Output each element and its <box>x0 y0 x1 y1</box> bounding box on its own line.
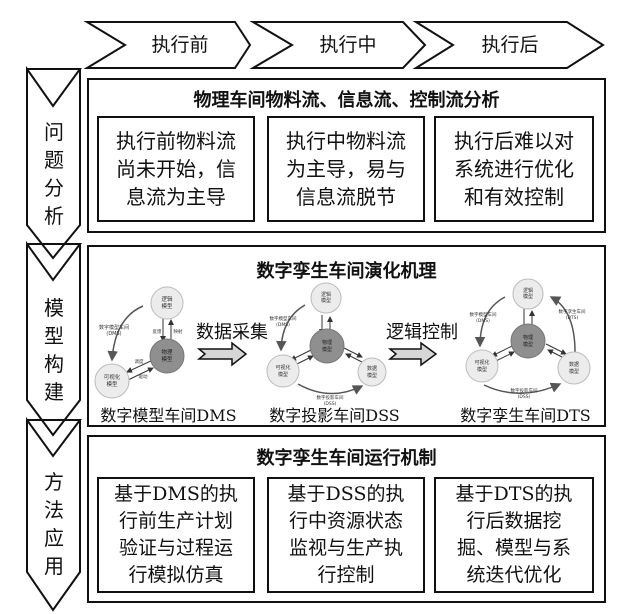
stage-chevron-application <box>26 416 82 612</box>
application-section: 数字孪生车间运行机制 基于DMS的执 行前生产计划 验证与过程运 行模拟仿真 基… <box>87 435 606 603</box>
model-section: 数字孪生车间演化机理 <box>87 245 606 427</box>
application-item-dts: 基于DTS的执 行后数据挖 掘、模型与系 统迭代优化 <box>434 477 594 593</box>
phase-chevron-after <box>412 21 605 69</box>
phase-label-during: 执行中 <box>319 34 377 56</box>
stage-chevron-analysis <box>26 65 82 260</box>
stage-chevron-modeling <box>26 240 82 437</box>
phase-chevron-during <box>249 21 427 69</box>
logic-control-label: 逻辑控制 <box>386 322 458 343</box>
stage-label-modeling: 模型构建 <box>44 296 64 404</box>
phase-label-after: 执行后 <box>481 34 539 56</box>
application-item-dss: 基于DSS的执 行中资源状态 监视与生产执 行控制 <box>267 477 425 593</box>
phase-chevron-before <box>83 21 252 69</box>
dms-caption: 数字模型车间DMS <box>100 406 237 425</box>
dss-caption: 数字投影车间DSS <box>269 406 400 425</box>
analysis-section: 物理车间物料流、信息流、控制流分析 执行前物料流 尚未开始，信 息流为主导 执行… <box>87 78 606 233</box>
phase-label-before: 执行前 <box>151 34 209 56</box>
analysis-title: 物理车间物料流、信息流、控制流分析 <box>193 90 500 111</box>
data-collection-label: 数据采集 <box>196 322 268 343</box>
application-title: 数字孪生车间运行机制 <box>256 448 437 469</box>
application-item-dms: 基于DMS的执 行前生产计划 验证与过程运 行模拟仿真 <box>97 477 255 593</box>
analysis-item-after: 执行后难以对 系统进行优化 和有效控制 <box>434 116 594 222</box>
stage-label-application: 方法应用 <box>44 470 64 578</box>
analysis-item-during: 执行中物料流 为主导，易与 信息流脱节 <box>267 116 425 222</box>
stage-label-analysis: 问题分析 <box>44 120 64 228</box>
model-title: 数字孪生车间演化机理 <box>256 261 437 282</box>
dts-caption: 数字孪生车间DTS <box>460 406 591 425</box>
analysis-item-before: 执行前物料流 尚未开始，信 息流为主导 <box>97 116 255 222</box>
